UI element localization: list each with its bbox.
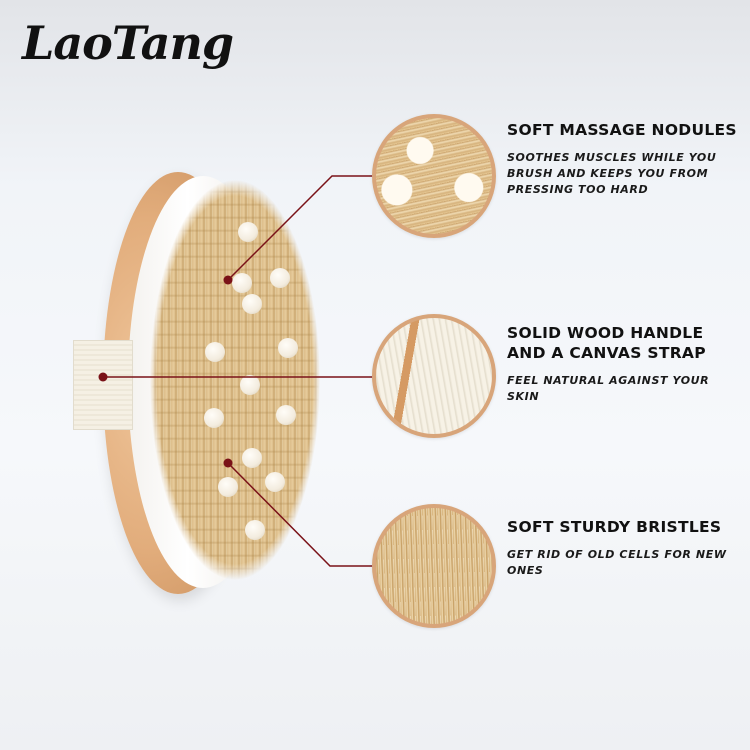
feature-sturdy-bristles: SOFT STURDY BRISTLES GET RID OF OLD CELL…: [507, 517, 737, 579]
massage-nodule: [232, 273, 252, 293]
massage-nodule: [240, 375, 260, 395]
feature-massage-nodules: SOFT MASSAGE NODULES SOOTHES MUSCLES WHI…: [507, 120, 737, 198]
canvas-strap-closeup-image: [372, 314, 496, 438]
feature-title: SOFT STURDY BRISTLES: [507, 518, 722, 536]
massage-nodule: [245, 520, 265, 540]
massage-nodule: [270, 268, 290, 288]
feature-description: FEEL NATURAL AGAINST YOUR SKIN: [507, 374, 710, 403]
bristles-closeup-image: [372, 504, 496, 628]
massage-nodule: [238, 222, 258, 242]
massage-nodule: [204, 408, 224, 428]
nodules-closeup-image: [372, 114, 496, 238]
feature-title: SOLID WOOD HANDLE AND A CANVAS STRAP: [507, 324, 706, 362]
bristles: [150, 180, 320, 580]
massage-nodule: [242, 294, 262, 314]
feature-description: SOOTHES MUSCLES WHILE YOU BRUSH AND KEEP…: [507, 151, 717, 196]
massage-nodule: [276, 405, 296, 425]
massage-nodule: [205, 342, 225, 362]
massage-nodule: [242, 448, 262, 468]
feature-description: GET RID OF OLD CELLS FOR NEW ONES: [507, 548, 727, 577]
feature-title: SOFT MASSAGE NODULES: [507, 121, 737, 139]
canvas-strap: [73, 340, 133, 430]
feature-wood-handle-strap: SOLID WOOD HANDLE AND A CANVAS STRAP FEE…: [507, 323, 737, 405]
massage-nodule: [218, 477, 238, 497]
brand-logo: LaoTang: [22, 16, 234, 70]
massage-nodule: [278, 338, 298, 358]
massage-nodule: [265, 472, 285, 492]
